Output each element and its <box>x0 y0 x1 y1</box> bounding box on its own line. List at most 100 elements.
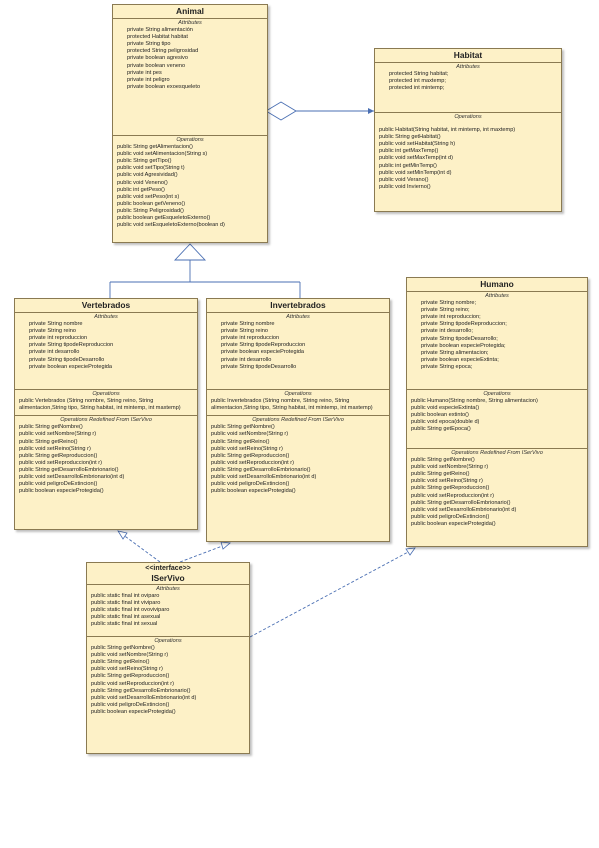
member-item: public boolean especieProtegida() <box>211 488 296 495</box>
redefined-list: public String getNombre()public void set… <box>411 457 583 528</box>
member-item: public void setMaxTemp(int d) <box>379 155 453 162</box>
member-item: public void setReproduccion(int r) <box>211 459 295 466</box>
member-item: public String getNombre() <box>211 424 275 431</box>
attributes-list: protected String habitat;protected int m… <box>379 71 557 92</box>
section-label: Operations <box>154 638 182 644</box>
member-item: public void peligroDeExtincion() <box>19 481 98 488</box>
member-item: public Vertebrados (String nombre, Strin… <box>19 398 181 412</box>
operations-section: Operations public String getAlimentacion… <box>113 136 267 232</box>
operations-section: Operations public Vertebrados (String no… <box>15 390 197 417</box>
member-item: public void setDesarrolloEmbrionario(int… <box>411 506 517 513</box>
class-title: Animal <box>113 5 267 19</box>
redefined-section: Operations Redefined From ISerVivo publi… <box>407 449 587 531</box>
operations-list: public Invertebrados (String nombre, Str… <box>211 398 385 412</box>
member-item: public void setEsqueletoExterno(boolean … <box>117 222 225 229</box>
member-item: public int getPeso() <box>117 186 165 193</box>
section-label: Operations <box>92 391 120 397</box>
member-item: private String tipodeReproduccion; <box>421 321 507 328</box>
member-item: public void setDesarrolloEmbrionario(int… <box>19 474 125 481</box>
section-label: Attributes <box>156 586 180 592</box>
member-item: public static final int ovoviviparo <box>91 607 170 614</box>
member-item: private String epoca; <box>421 363 473 370</box>
member-item: protected String habitat; <box>389 71 449 78</box>
class-habitat[interactable]: Habitat Attributes protected String habi… <box>374 48 562 212</box>
redefined-list: public String getNombre()public void set… <box>211 424 385 495</box>
operations-section: Operations public Invertebrados (String … <box>207 390 389 417</box>
operations-section: Operations public Habitat(String habitat… <box>375 113 561 194</box>
member-item: public boolean especieProtegida() <box>411 520 496 527</box>
member-item: private boolean especieProtegida <box>221 349 305 356</box>
member-item: public int getMaxTemp() <box>379 148 439 155</box>
realization-humano-head <box>405 547 416 556</box>
member-item: private int desarrollo; <box>421 328 473 335</box>
section-label: Attributes <box>178 20 202 26</box>
class-humano[interactable]: Humano Attributes private String nombre;… <box>406 277 588 547</box>
member-item: public static final int sexual <box>91 621 158 628</box>
member-item: public String getReino() <box>211 438 270 445</box>
member-item: private String tipodeReproduccion <box>221 342 306 349</box>
attributes-section: Attributes private String nombre;private… <box>407 292 587 390</box>
member-item: public void setNombre(String r) <box>411 464 489 471</box>
operations-list: public Humano(String nombre, String alim… <box>411 398 583 433</box>
section-label: Attributes <box>286 314 310 320</box>
member-item: public String getReino() <box>411 471 470 478</box>
operations-section: Operations public String getNombre()publ… <box>87 637 249 719</box>
member-item: private int reproduccion <box>221 335 280 342</box>
member-item: private boolean especieProtegida <box>29 363 113 370</box>
member-item: public void setMinTemp(int d) <box>379 169 452 176</box>
section-label: Operations Redefined From ISerVivo <box>451 450 543 456</box>
member-item: private String tipodeReproduccion <box>29 342 114 349</box>
class-title: Habitat <box>375 49 561 63</box>
class-title: Humano <box>407 278 587 292</box>
section-label: Operations <box>483 391 511 397</box>
aggregation-arrowhead <box>368 108 374 114</box>
member-item: public void setNombre(String r) <box>19 431 97 438</box>
class-animal[interactable]: Animal Attributes private String aliment… <box>112 4 268 243</box>
member-item: public String getNombre() <box>411 457 475 464</box>
member-item: private String reino <box>29 328 76 335</box>
member-item: protected Habitat habitat <box>127 34 188 41</box>
operations-section: Operations public Humano(String nombre, … <box>407 390 587 449</box>
operations-list: public String getNombre()public void set… <box>91 645 245 716</box>
class-title: ISerVivo <box>87 573 249 585</box>
member-item: public void setTipo(String t) <box>117 165 185 172</box>
class-title: Invertebrados <box>207 299 389 313</box>
member-item: private int pes <box>127 69 162 76</box>
member-item: private int reproduccion <box>29 335 88 342</box>
member-item: private boolean veneno <box>127 62 186 69</box>
member-item: private String nombre <box>221 321 275 328</box>
member-item: public static final int oviparo <box>91 593 160 600</box>
member-item: private int peligro <box>127 76 170 83</box>
member-item: public void setReino(String r) <box>211 445 283 452</box>
member-item: private boolean especieProtegida; <box>421 342 506 349</box>
member-item: public String getTipo() <box>117 158 172 165</box>
interface-iservivo[interactable]: <<interface>> ISerVivo Attributes public… <box>86 562 250 754</box>
member-item: private String reino <box>221 328 268 335</box>
member-item: public void setNombre(String r) <box>211 431 289 438</box>
member-item: public int getMinTemp() <box>379 162 437 169</box>
attributes-section: Attributes public static final int ovipa… <box>87 585 249 637</box>
member-item: public String getAlimentacion() <box>117 144 193 151</box>
member-item: public void setHabitat(String h) <box>379 141 456 148</box>
member-item: private String tipodeDesarrollo <box>221 363 297 370</box>
member-item: private boolean exoesqueleto <box>127 83 201 90</box>
member-item: public boolean getEsqueletoExterno() <box>117 215 211 222</box>
member-item: public void Veneno() <box>117 179 168 186</box>
redefined-section: Operations Redefined From ISerVivo publi… <box>207 416 389 498</box>
section-label: Attributes <box>456 64 480 70</box>
member-item: public void setDesarrolloEmbrionario(int… <box>211 474 317 481</box>
member-item: public void setPeso(int s) <box>117 193 180 200</box>
class-vertebrados[interactable]: Vertebrados Attributes private String no… <box>14 298 198 530</box>
member-item: private String tipo <box>127 41 171 48</box>
realization-vertebrados <box>121 533 161 563</box>
operations-list: public String getAlimentacion() public vo… <box>117 144 263 229</box>
class-title: Vertebrados <box>15 299 197 313</box>
member-item: public void Verano() <box>379 176 429 183</box>
realization-humano <box>249 550 411 638</box>
member-item: public Invertebrados (String nombre, Str… <box>211 398 373 412</box>
class-invertebrados[interactable]: Invertebrados Attributes private String … <box>206 298 390 542</box>
